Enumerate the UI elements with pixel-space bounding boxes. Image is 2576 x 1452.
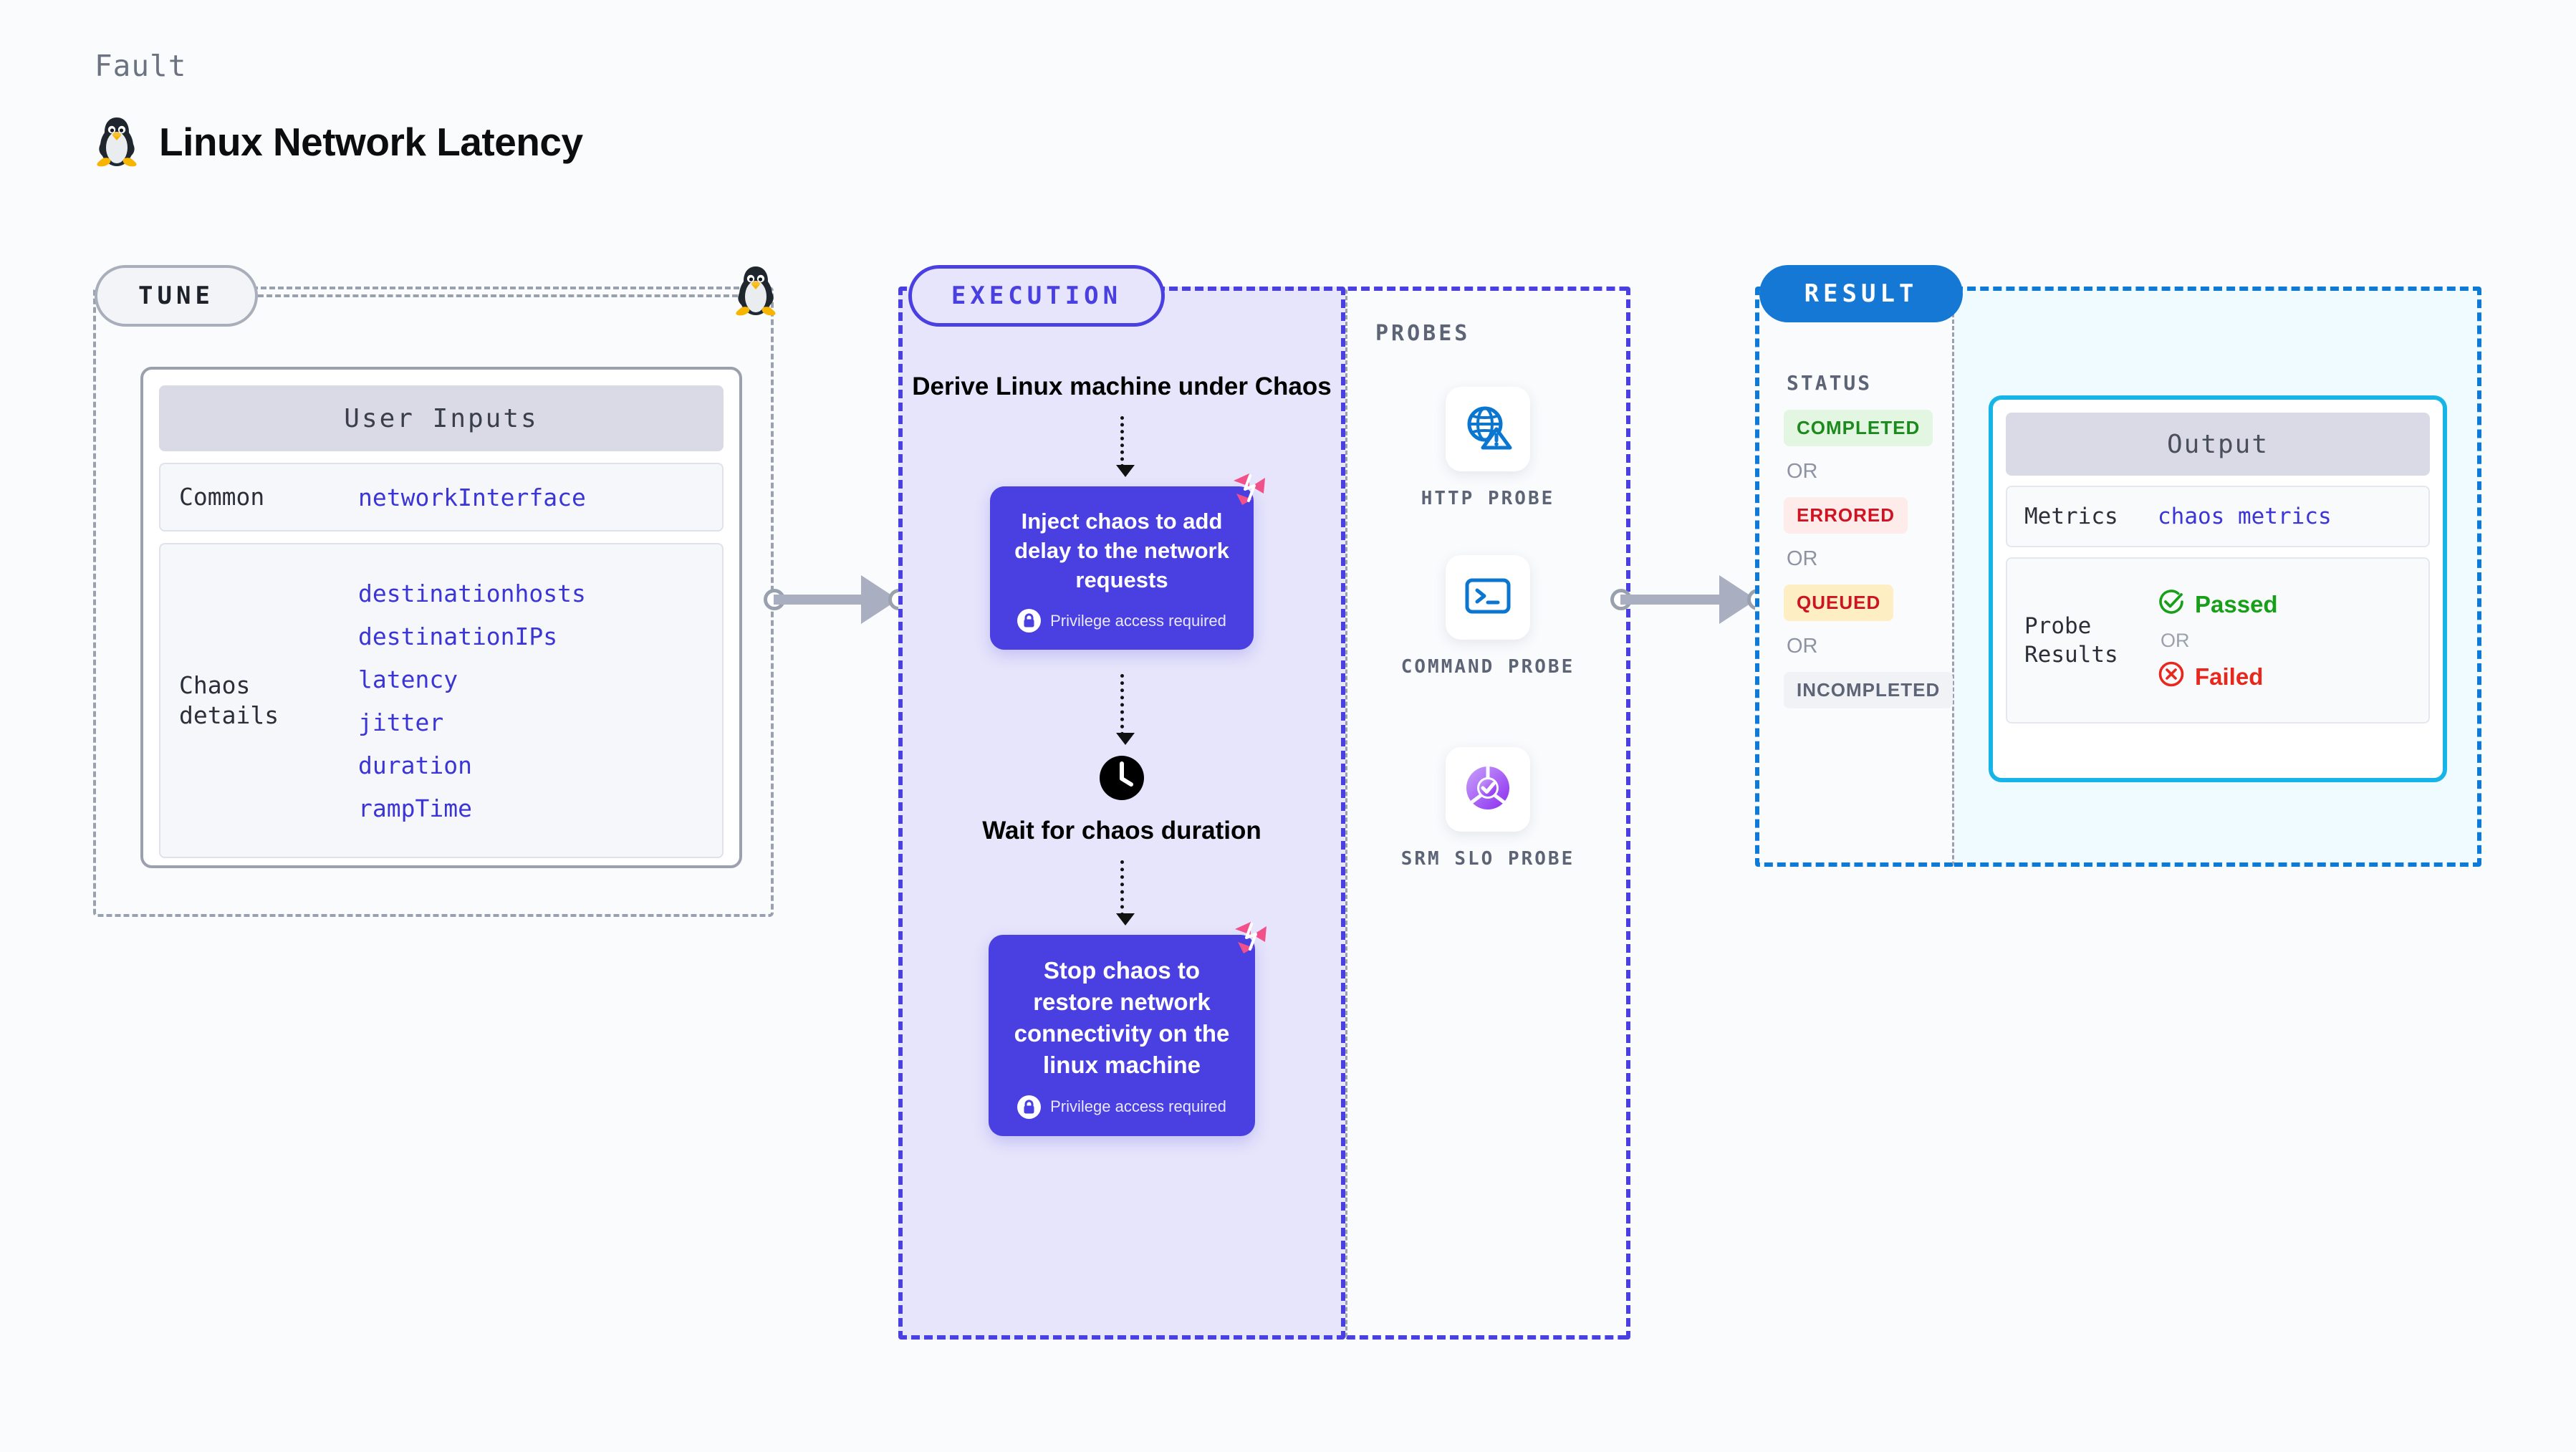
input-row-values: networkInterface — [358, 484, 586, 511]
terminal-icon — [1464, 577, 1512, 619]
linux-penguin-icon — [95, 115, 139, 169]
probe-command[interactable]: COMMAND PROBE — [1345, 555, 1630, 680]
probe-srm-slo[interactable]: SRM SLO PROBE — [1345, 747, 1630, 872]
tune-stage-badge[interactable]: TUNE — [95, 265, 258, 327]
input-value[interactable]: rampTime — [358, 794, 472, 822]
output-row-label: Metrics — [2024, 503, 2118, 529]
probe-results-values: Passed OR Failed — [2158, 588, 2278, 693]
execution-flow: Derive Linux machine under Chaos Inject … — [898, 330, 1345, 1136]
harness-chaos-icon — [1229, 918, 1271, 958]
input-row-chaos-details: Chaos details destinationhosts destinati… — [159, 543, 724, 858]
probe-result-or: OR — [2161, 629, 2190, 651]
probe-tile — [1446, 747, 1530, 832]
page-title: Linux Network Latency — [159, 120, 583, 164]
connector-line — [1620, 595, 1726, 605]
inject-chaos-title: Inject chaos to add delay to the network… — [1014, 508, 1229, 593]
status-badge-incompleted: INCOMPLETED — [1784, 672, 1953, 708]
lock-icon — [1017, 609, 1042, 633]
flow-arrow-2 — [1115, 674, 1135, 746]
output-metrics-value[interactable]: chaos metrics — [2158, 504, 2332, 529]
flow-arrow-3 — [1115, 860, 1135, 926]
slo-check-icon — [1462, 762, 1514, 817]
execution-stage-badge[interactable]: EXECUTION — [908, 265, 1165, 327]
lock-icon — [1017, 1095, 1042, 1119]
probe-result-failed-label: Failed — [2195, 663, 2264, 690]
status-badge-errored: ERRORED — [1784, 497, 1908, 534]
input-value[interactable]: latency — [358, 665, 458, 693]
status-badge-queued: QUEUED — [1784, 585, 1894, 621]
probe-result-passed: Passed — [2158, 588, 2278, 621]
probe-label: COMMAND PROBE — [1400, 656, 1575, 678]
check-circle-icon — [2158, 588, 2185, 621]
page-title-row: Linux Network Latency — [95, 115, 583, 169]
probe-tile — [1446, 555, 1530, 640]
page-eyebrow: Fault — [95, 49, 187, 83]
output-row-metrics: Metrics chaos metrics — [2006, 486, 2430, 547]
privilege-note: Privilege access required — [1007, 609, 1236, 633]
probe-result-passed-label: Passed — [2195, 590, 2278, 617]
harness-chaos-icon — [1228, 469, 1269, 510]
status-or-3: OR — [1787, 635, 1818, 658]
input-row-values: destinationhosts destinationIPs latency … — [358, 580, 586, 822]
input-value[interactable]: networkInterface — [358, 483, 586, 511]
probe-label: SRM SLO PROBE — [1400, 848, 1575, 870]
result-stage-badge[interactable]: RESULT — [1759, 265, 1963, 322]
tune-leader-line — [258, 294, 738, 297]
result-panel — [1755, 287, 1954, 867]
privilege-text: Privilege access required — [1050, 611, 1226, 630]
status-list: COMPLETED OR ERRORED OR QUEUED OR INCOMP… — [1784, 410, 1963, 708]
probe-tile — [1446, 387, 1530, 471]
globe-warning-icon — [1463, 403, 1513, 456]
x-circle-icon — [2158, 660, 2185, 693]
derive-step-title: Derive Linux machine under Chaos — [912, 372, 1332, 400]
status-badge-completed: COMPLETED — [1784, 410, 1933, 446]
privilege-text: Privilege access required — [1050, 1097, 1226, 1116]
status-section-label: STATUS — [1787, 371, 1873, 395]
input-row-common: Common networkInterface — [159, 463, 724, 532]
input-value[interactable]: duration — [358, 751, 472, 779]
wait-step-title: Wait for chaos duration — [982, 817, 1261, 845]
probes-section-label: PROBES — [1375, 321, 1471, 346]
input-row-label: Chaos details — [179, 670, 279, 729]
input-value[interactable]: destinationhosts — [358, 579, 586, 607]
probe-label: HTTP PROBE — [1421, 488, 1555, 509]
input-value[interactable]: jitter — [358, 708, 444, 736]
stop-chaos-title: Stop chaos to restore network connectivi… — [1014, 957, 1230, 1078]
output-card: Output Metrics chaos metrics Probe Resul… — [1989, 395, 2447, 782]
clock-icon — [1098, 754, 1145, 805]
inject-chaos-step[interactable]: Inject chaos to add delay to the network… — [990, 473, 1265, 650]
probe-result-failed: Failed — [2158, 660, 2278, 693]
flow-arrow-1 — [1115, 415, 1135, 477]
status-or-2: OR — [1787, 547, 1818, 570]
wait-step: Wait for chaos duration — [982, 754, 1261, 847]
input-value[interactable]: destinationIPs — [358, 622, 558, 650]
tune-linux-penguin-icon — [734, 264, 778, 322]
user-inputs-card: User Inputs Common networkInterface Chao… — [140, 367, 742, 868]
output-card-header: Output — [2006, 413, 2430, 476]
output-row-label: Probe Results — [2024, 612, 2118, 668]
status-or-1: OR — [1787, 460, 1818, 483]
input-row-label: Common — [179, 482, 265, 511]
stop-chaos-step[interactable]: Stop chaos to restore network connectivi… — [989, 922, 1267, 1136]
user-inputs-header: User Inputs — [159, 385, 724, 451]
connector-line — [774, 595, 868, 605]
probe-http[interactable]: HTTP PROBE — [1345, 387, 1630, 511]
privilege-note: Privilege access required — [1006, 1095, 1238, 1119]
output-row-probe-results: Probe Results Passed OR — [2006, 557, 2430, 723]
